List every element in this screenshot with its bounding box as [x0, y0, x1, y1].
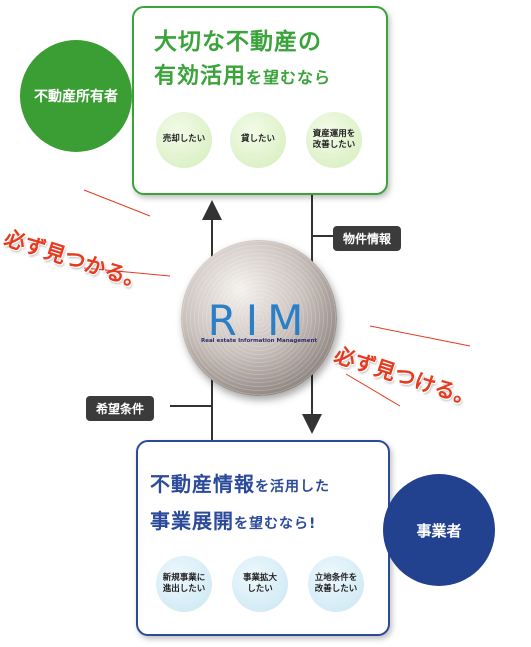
business-headline-emphasis1: 不動産情報: [150, 472, 255, 496]
owner-circle: 不動産所有者: [20, 40, 132, 152]
speed-line: [83, 189, 151, 217]
owner-headline-emphasis: 有効活用: [154, 64, 247, 89]
owner-panel: 大切な不動産の 有効活用を望むなら 売却したい 貸したい 資産運用を 改善したい: [132, 6, 388, 195]
owner-headline-line1: 大切な不動産の: [154, 29, 322, 55]
business-headline-rest1: を活用した: [255, 479, 330, 495]
owner-bubble-sell: 売却したい: [156, 112, 212, 168]
business-headline-line2: 事業展開を望むなら!: [150, 505, 316, 534]
business-bubble-location: 立地条件を 改善したい: [308, 556, 364, 612]
speed-line: [369, 325, 471, 347]
business-bubble-expand: 事業拡大 したい: [232, 556, 288, 612]
business-panel: 不動産情報を活用した 事業展開を望むなら! 新規事業に 進出したい 事業拡大 し…: [136, 440, 390, 636]
business-circle: 事業者: [383, 474, 495, 586]
business-bubble-new: 新規事業に 進出したい: [156, 556, 212, 612]
speed-line: [345, 373, 401, 407]
rim-disc: [181, 240, 337, 396]
business-headline-emphasis2: 事業展開: [150, 509, 234, 533]
owner-bubble-lend: 貸したい: [230, 112, 286, 168]
rim-logo: RIM: [207, 296, 313, 345]
owner-headline-line2: 有効活用を望むなら: [154, 58, 331, 90]
business-headline-line1: 不動産情報を活用した: [150, 468, 330, 497]
speed-line: [83, 267, 171, 277]
wish-conditions-tag: 希望条件: [86, 396, 155, 421]
owner-headline-rest: を望むなら: [246, 68, 332, 87]
rim-subtitle: Real estate Information Management: [201, 338, 317, 344]
property-info-tag: 物件情報: [333, 226, 402, 251]
owner-bubble-asset: 資産運用を 改善したい: [306, 112, 362, 168]
business-headline-rest2: を望むなら!: [234, 516, 317, 532]
